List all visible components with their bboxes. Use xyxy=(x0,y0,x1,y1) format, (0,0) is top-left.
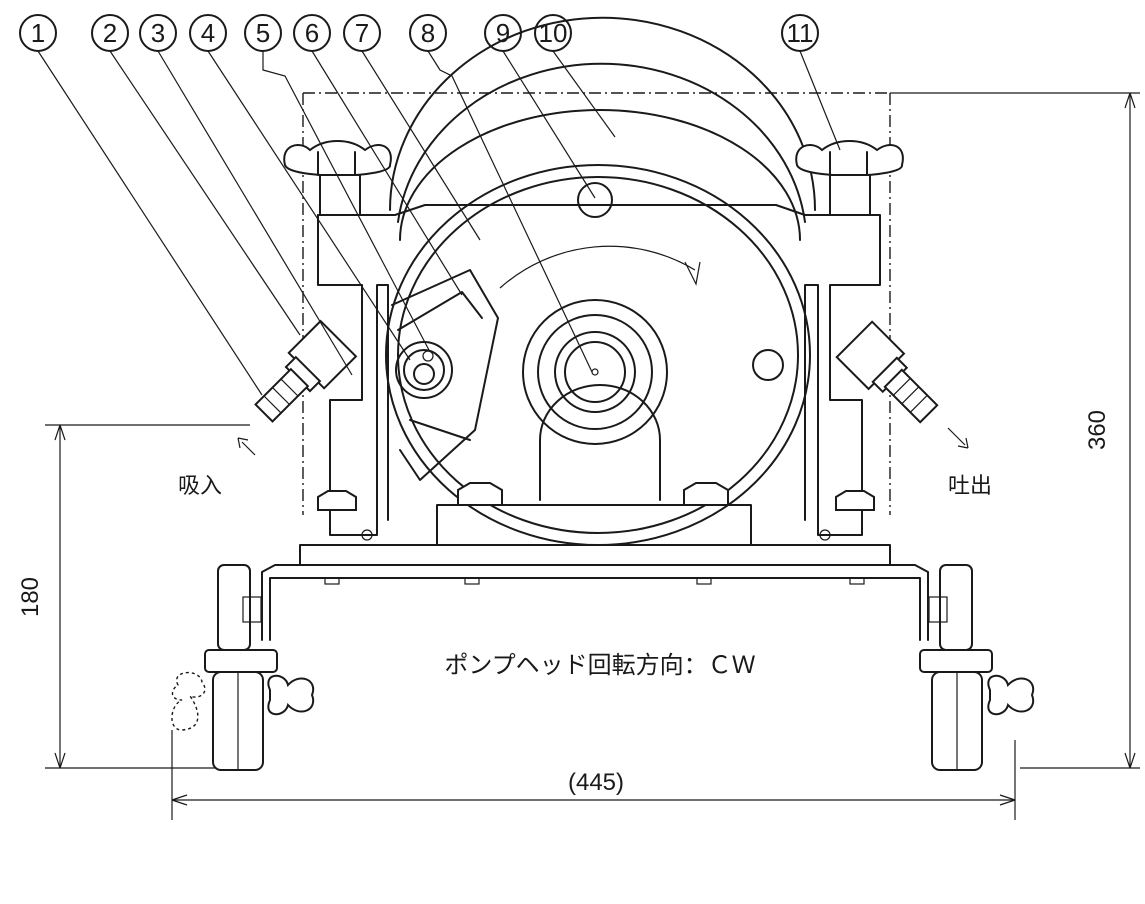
caster-right xyxy=(919,564,1035,771)
balloon-3: 3 xyxy=(139,14,353,376)
balloon-11: 11 xyxy=(781,14,841,151)
balloon-7: 7 xyxy=(343,14,481,241)
dimension-inlet-height: 180 xyxy=(17,424,250,769)
svg-text:6: 6 xyxy=(305,18,319,48)
part-balloons: 1 2 3 4 5 6 7 xyxy=(19,14,841,396)
svg-text:4: 4 xyxy=(201,18,215,48)
balloon-8: 8 xyxy=(409,14,593,373)
discharge-label: 吐出 xyxy=(948,474,992,499)
svg-text:7: 7 xyxy=(355,18,369,48)
svg-text:360: 360 xyxy=(1084,410,1111,450)
svg-text:8: 8 xyxy=(421,18,435,48)
caster-left xyxy=(171,564,315,771)
balloon-4: 4 xyxy=(189,14,411,361)
svg-text:9: 9 xyxy=(496,18,510,48)
suction-connector xyxy=(254,319,358,423)
svg-text:3: 3 xyxy=(151,18,165,48)
rotation-direction-caption: ポンプヘッド回転方向：ＣＷ xyxy=(444,651,755,679)
clamp-knob-left xyxy=(283,140,392,216)
dimension-overall-width: (445) xyxy=(171,730,1016,820)
balloon-9: 9 xyxy=(484,14,596,199)
svg-text:2: 2 xyxy=(103,18,117,48)
balloon-5: 5 xyxy=(244,14,431,353)
flow-arrows xyxy=(237,427,969,456)
pump-head xyxy=(317,16,881,546)
dimension-total-height: 360 xyxy=(890,92,1140,769)
clamp-knob-right xyxy=(795,140,904,216)
base-assembly xyxy=(261,482,929,641)
balloon-2: 2 xyxy=(91,14,301,336)
svg-text:1: 1 xyxy=(31,18,45,48)
svg-text:(445): (445) xyxy=(568,769,624,796)
svg-text:10: 10 xyxy=(539,18,568,48)
svg-text:180: 180 xyxy=(17,577,44,617)
svg-text:11: 11 xyxy=(787,18,814,48)
svg-text:5: 5 xyxy=(256,18,270,48)
balloon-6: 6 xyxy=(293,14,463,296)
suction-label: 吸入 xyxy=(178,474,222,499)
balloon-1: 1 xyxy=(19,14,263,396)
balloon-10: 10 xyxy=(534,14,616,138)
discharge-connector xyxy=(835,320,939,424)
